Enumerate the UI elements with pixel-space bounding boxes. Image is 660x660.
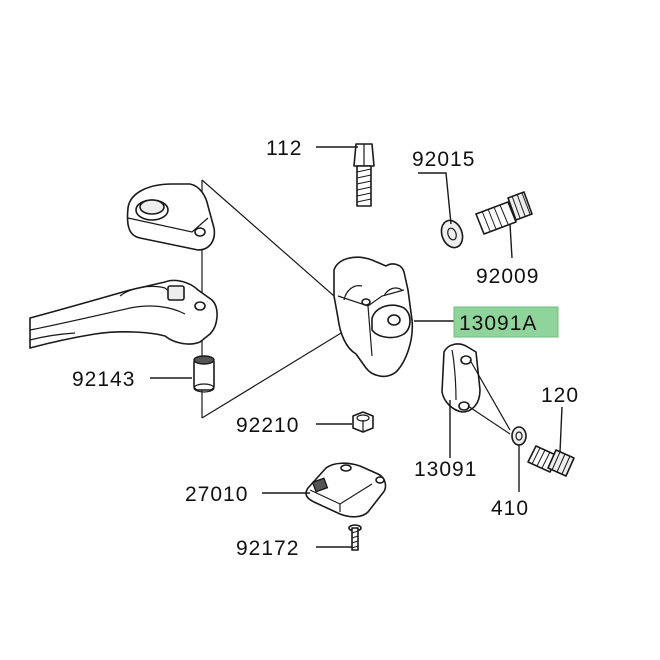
washer-92015-illustration — [440, 219, 464, 249]
holder-13091A-illustration — [333, 256, 414, 378]
assembly-lines — [201, 179, 351, 419]
highlight-box-13091A — [453, 306, 559, 338]
bolt-112-illustration — [353, 143, 375, 207]
label-13091A[interactable]: 13091A — [459, 312, 537, 335]
washer-410-illustration — [511, 426, 527, 446]
label-13091[interactable]: 13091 — [414, 458, 477, 481]
label-120[interactable]: 120 — [541, 384, 579, 407]
leader-lines — [150, 146, 563, 548]
label-92172[interactable]: 92172 — [236, 537, 299, 560]
clamp-13091-illustration — [441, 343, 511, 435]
label-112[interactable]: 112 — [266, 137, 302, 160]
collar-92143-illustration — [193, 355, 215, 393]
label-27010[interactable]: 27010 — [185, 483, 248, 506]
label-410[interactable]: 410 — [491, 497, 529, 520]
label-92015[interactable]: 92015 — [412, 148, 475, 171]
label-92143[interactable]: 92143 — [72, 368, 135, 391]
part-labels: 112 92015 92009 13091A 92143 120 92210 1… — [72, 137, 579, 560]
nut-92210-illustration — [352, 411, 374, 433]
bolt-120-illustration — [527, 445, 575, 477]
pivot-bracket-illustration — [126, 183, 216, 251]
lever-illustration — [29, 279, 218, 349]
label-92210[interactable]: 92210 — [236, 414, 299, 437]
bolt-92009-illustration — [475, 191, 533, 235]
screw-92172-illustration — [348, 524, 362, 551]
label-92009[interactable]: 92009 — [476, 265, 539, 288]
switch-27010-illustration — [305, 462, 387, 518]
